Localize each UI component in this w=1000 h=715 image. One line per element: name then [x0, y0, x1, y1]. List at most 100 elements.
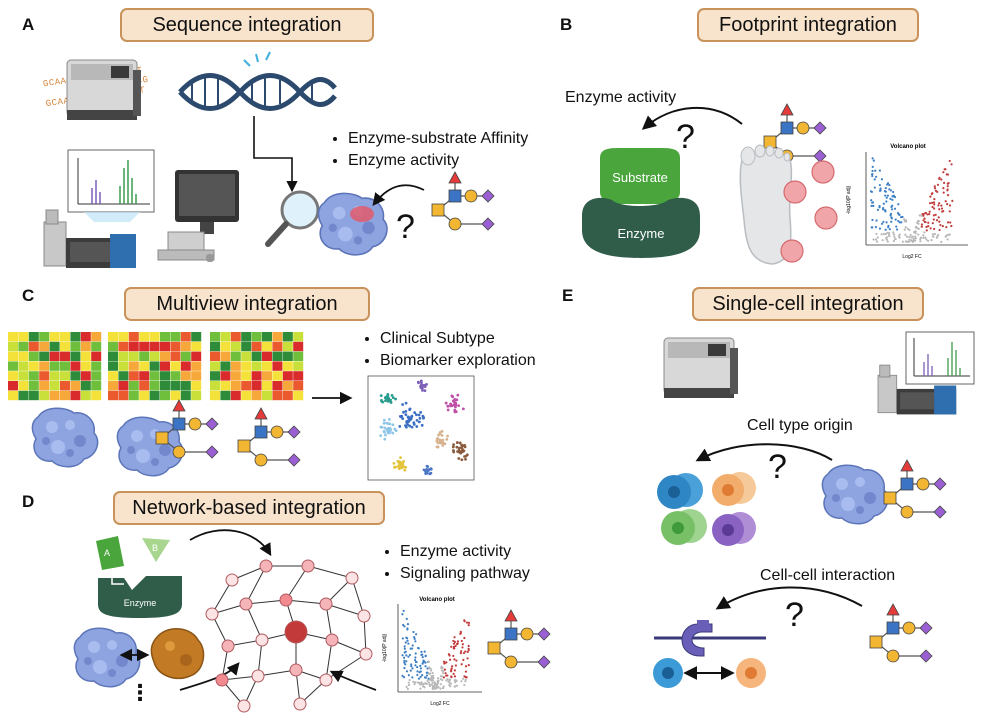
cell-types-group: [657, 472, 756, 546]
panel-d-arrow-right: [329, 670, 377, 691]
panel-b-enzyme-activity-label: Enzyme activity: [565, 89, 677, 106]
substrate-enzyme-icon: [582, 148, 700, 258]
network-node: [284, 620, 308, 644]
panel-letter-d: D: [22, 492, 35, 511]
panel-a-arrow-curved: [372, 184, 425, 206]
panel-e-arrow-2: [715, 586, 863, 610]
glycan-structure-e2: [869, 603, 933, 663]
interacting-cells: [653, 658, 766, 688]
heatmap-1: [8, 332, 102, 401]
sequencer-machine-e: [663, 337, 739, 399]
mass-spectrum-inset-a: [67, 149, 155, 222]
panel-e-question-2: ?: [785, 596, 804, 634]
panel-b-title: Footprint integration: [697, 8, 919, 42]
glycan-structure-a: [431, 171, 495, 231]
panel-letter-c: C: [22, 286, 35, 305]
glycan-structure-d: [487, 609, 551, 669]
heatmap-2: [108, 332, 202, 401]
tsne-cluster-6: [435, 429, 449, 449]
computer-icon: [157, 170, 239, 262]
panel-letter-b: B: [560, 15, 573, 34]
panel-letter-e: E: [562, 286, 574, 305]
panel-a-bullet-2: Enzyme activity: [348, 150, 528, 172]
tsne-cluster-3: [398, 401, 425, 429]
heatmaps: [8, 332, 304, 401]
glycan-structure-c2: [237, 407, 301, 467]
glycan-structure-e1: [883, 459, 947, 519]
foot-icon: [739, 144, 793, 265]
volcano-xlabel-b: Log2 FC: [902, 254, 922, 260]
tsne-plot: [367, 375, 475, 481]
panel-c-bullets: Clinical Subtype Biomarker exploration: [362, 328, 536, 372]
panel-a-arrow-down: [253, 116, 298, 193]
protein-e: [821, 464, 889, 525]
panel-a-question: ?: [396, 208, 415, 246]
network-node: [357, 609, 371, 623]
panel-e-arrow-1: [695, 443, 833, 462]
network-node: [289, 663, 303, 677]
volcano-title-b: Volcano plot: [890, 144, 926, 150]
panel-a-bullet-1: Enzyme-substrate Affinity: [348, 128, 528, 150]
panel-b-question: ?: [676, 118, 695, 156]
network-node: [251, 669, 265, 683]
panel-letter-a: A: [22, 15, 35, 34]
panel-d-ellipsis: ⋮: [129, 680, 151, 705]
protein-d-blue: [73, 627, 141, 688]
panel-a-title: Sequence integration: [120, 8, 374, 42]
cell-dots-b: [780, 160, 838, 263]
tsne-cluster-7: [451, 441, 469, 462]
network-node: [359, 647, 373, 661]
volcano-ylabel-d: -log10(P adj): [382, 633, 388, 662]
network-graph: [205, 559, 373, 713]
volcano-xlabel-d: Log2 FC: [430, 701, 450, 707]
panel-e-cell-type-origin-label: Cell type origin: [747, 417, 853, 434]
panel-a-bullets: Enzyme-substrate Affinity Enzyme activit…: [330, 128, 528, 172]
network-node: [221, 639, 235, 653]
network-node: [215, 673, 229, 687]
network-node: [293, 697, 307, 711]
tsne-cluster-5: [379, 418, 398, 441]
panel-d-bullet-2: Signaling pathway: [400, 563, 530, 585]
receptor-icon: [654, 620, 766, 657]
network-node: [225, 573, 239, 587]
panel-c-bullet-2: Biomarker exploration: [380, 350, 536, 372]
protein-c: [31, 407, 99, 468]
network-node: [205, 607, 219, 621]
enzyme-label-d: Enzyme: [124, 598, 157, 608]
panel-e-question-1: ?: [768, 448, 787, 486]
enzyme-reaction-icon: [96, 536, 182, 618]
substrate-label: Substrate: [612, 170, 668, 185]
network-node: [279, 593, 293, 607]
heatmap-3: [210, 332, 304, 401]
sequencer-machine-a: [66, 59, 142, 121]
network-node: [239, 597, 253, 611]
tsne-cluster-4: [444, 393, 465, 414]
tsne-cluster-8: [392, 456, 408, 472]
substrate-a-label: A: [104, 548, 110, 558]
panel-b-arrow-curved: [641, 106, 743, 130]
enzyme-label-b: Enzyme: [618, 226, 665, 241]
volcano-ylabel-b: -log10(P adj): [846, 185, 852, 214]
panel-d-arrow-top: [189, 529, 272, 557]
panel-c-bullet-1: Clinical Subtype: [380, 328, 536, 350]
substrate-b-label: B: [152, 543, 158, 553]
volcano-title-d: Volcano plot: [419, 597, 455, 603]
tsne-cluster-9: [422, 464, 433, 476]
dna-helix-icon: [178, 51, 337, 111]
tsne-cluster-1: [379, 392, 398, 404]
panel-d-bullets: Enzyme activity Signaling pathway: [382, 541, 530, 585]
enzyme-protein-a: [317, 192, 388, 256]
tsne-cluster-2: [416, 379, 428, 393]
volcano-plot-d: Volcano plot Log2 FC -log10(P adj): [382, 597, 482, 707]
panel-e-title: Single-cell integration: [692, 287, 924, 321]
magnifier-icon: [265, 190, 320, 247]
panel-d-title: Network-based integration: [113, 491, 385, 525]
network-node: [345, 571, 359, 585]
network-node: [319, 597, 333, 611]
volcano-plot-b: Volcano plot Log2 FC -log10(P adj): [846, 144, 968, 260]
network-node: [237, 699, 251, 713]
network-node: [255, 633, 269, 647]
network-node: [259, 559, 273, 573]
mass-spectrum-inset-e: [905, 331, 975, 385]
